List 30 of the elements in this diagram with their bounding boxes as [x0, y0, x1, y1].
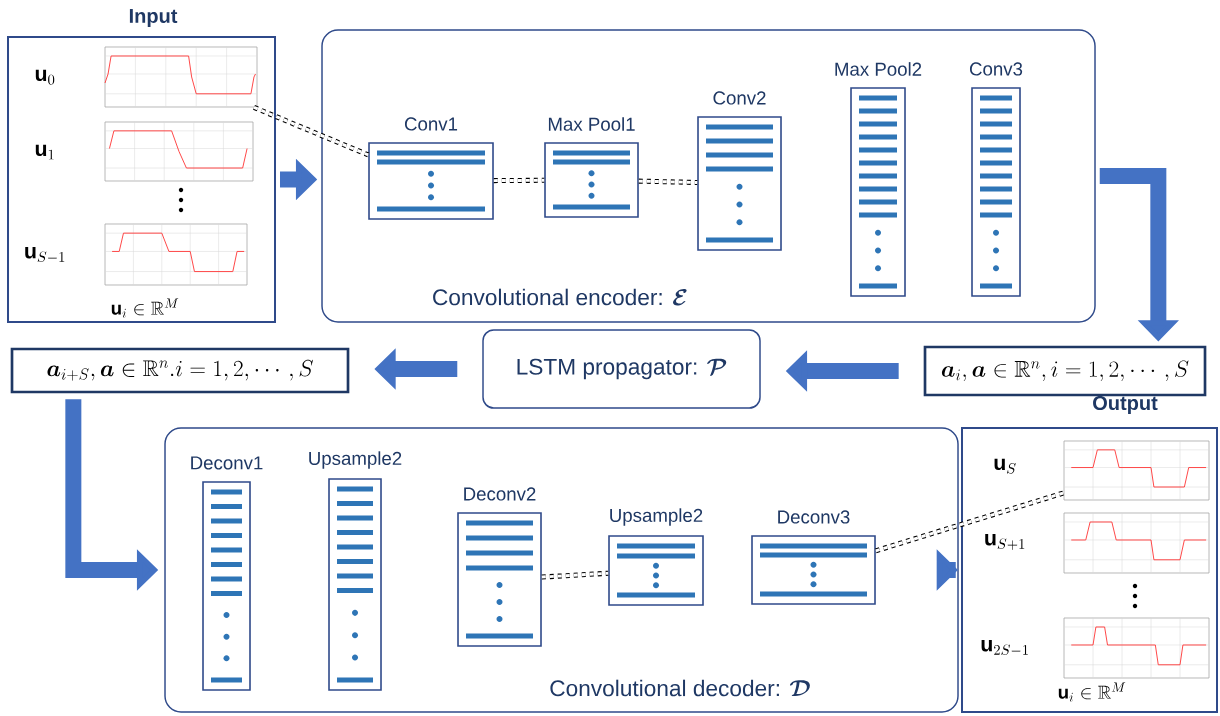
variable-label: $\mathbf{u}_1$	[35, 144, 54, 160]
variable-label: $\mathbf{u}_{S+1}$	[985, 534, 1025, 550]
formula-label: $\mathbf{u}_i \in \mathbb{R}^M$	[1058, 682, 1126, 702]
vector-box: $\boldsymbol{a}_{i}, \boldsymbol{a} \in \mathbb{R}^n, i = 1, 2, \cdots, S$	[923, 345, 1207, 397]
layer-label: Max Pool2	[835, 62, 922, 76]
variable-label: $\mathbf{u}_{S-1}$	[25, 247, 65, 263]
formula-label: $\mathbf{u}_i \in \mathbb{R}^M$	[111, 298, 179, 318]
layer-label: Max Pool1	[548, 117, 635, 131]
layer-label: Conv1	[404, 117, 458, 131]
layer-label: Deconv1	[191, 456, 263, 470]
dashed-connector	[253, 105, 370, 158]
dashed-connector	[541, 570, 609, 580]
layer-label: Conv2	[713, 91, 766, 105]
dashed-connector	[638, 178, 698, 186]
frame-heading: Output	[1093, 395, 1158, 415]
variable-label: $\mathbf{u}_{2S-1}$	[981, 640, 1028, 656]
layer-label: Upsample2	[610, 508, 703, 526]
layer-label: Upsample2	[309, 451, 402, 469]
vector-box: $\boldsymbol{a}_{i+S}, \boldsymbol{a} \in \mathbb{R}^n. i = 1, 2, \cdots, S$	[10, 347, 350, 394]
layer-label: Deconv3	[778, 510, 850, 524]
panel-title: LSTM propagator: $\boldsymbol{\mathcal{P}}$	[517, 358, 727, 380]
dashed-connector	[493, 177, 545, 184]
layer-label: Deconv2	[464, 487, 536, 501]
variable-label: $\mathbf{u}_S$	[994, 458, 1016, 474]
dashed-connector	[875, 490, 1065, 554]
layer-label: Conv3	[969, 62, 1023, 76]
panel-title: Convolutional decoder: $\boldsymbol{\mathcal{D}}$	[550, 679, 810, 697]
panel-title: Convolutional encoder: $\boldsymbol{\mathcal{E}}$	[433, 288, 687, 306]
variable-label: $\mathbf{u}_0$	[35, 69, 55, 85]
frame-heading: Input	[129, 9, 178, 27]
